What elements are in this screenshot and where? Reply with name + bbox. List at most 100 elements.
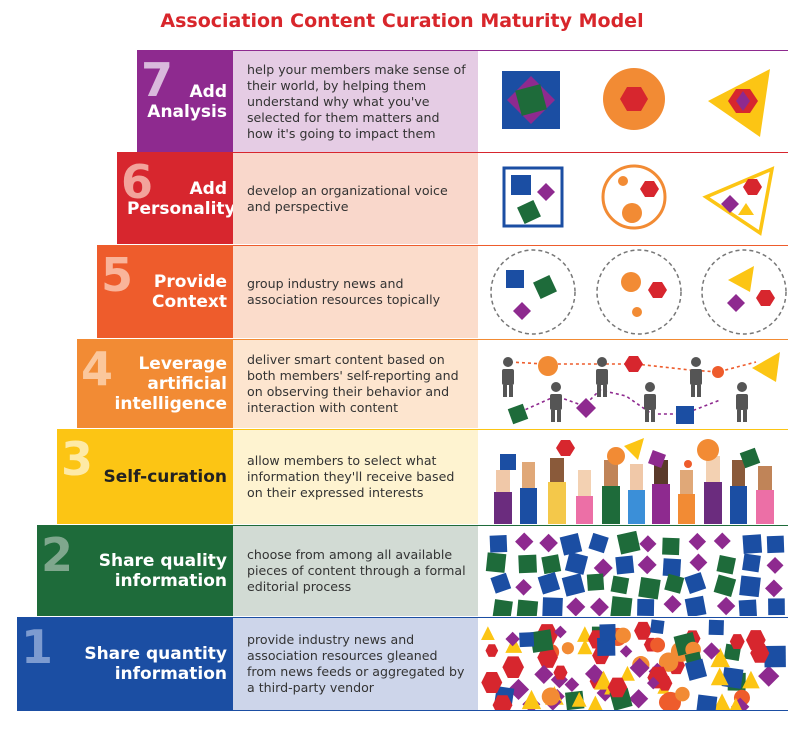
scatter-shape bbox=[710, 647, 730, 668]
scatter-shape bbox=[559, 533, 583, 556]
scatter-shape bbox=[553, 665, 568, 680]
bottom-rule bbox=[17, 710, 788, 711]
scatter-shape bbox=[663, 595, 682, 614]
framed-triangle-icon bbox=[708, 69, 770, 137]
scatter-shape bbox=[739, 575, 761, 598]
scatter-shape bbox=[738, 599, 758, 616]
framed-square-icon bbox=[502, 71, 560, 129]
scatter-shape bbox=[708, 619, 724, 636]
scatter-shape bbox=[675, 686, 690, 702]
scatter-shape bbox=[588, 532, 609, 554]
scatter-shape bbox=[689, 553, 708, 572]
page-title: Association Content Curation Maturity Mo… bbox=[160, 10, 644, 32]
scatter-shape bbox=[637, 598, 655, 616]
scatter-shape bbox=[564, 551, 589, 575]
scatter-shape bbox=[550, 671, 568, 689]
scatter-shape bbox=[489, 535, 508, 553]
scatter-shape bbox=[713, 693, 731, 710]
scatter-shape bbox=[490, 572, 512, 594]
scatter-shape bbox=[481, 672, 503, 693]
scatter-shape bbox=[758, 665, 780, 687]
scatter-shape bbox=[615, 627, 631, 644]
scatter-shape bbox=[590, 597, 609, 616]
scatter-shape bbox=[485, 552, 507, 573]
scatter-shape bbox=[664, 573, 685, 594]
level-description: allow members to select what information… bbox=[233, 430, 478, 524]
scatter-shape bbox=[610, 596, 633, 616]
level-rule bbox=[77, 339, 788, 340]
level-tab bbox=[97, 246, 233, 338]
scatter-shape bbox=[588, 695, 603, 710]
scatter-shape bbox=[764, 579, 783, 598]
visual-level-7 bbox=[478, 51, 788, 152]
description-text: choose from among all available pieces o… bbox=[247, 547, 466, 594]
scatter-shape bbox=[566, 597, 586, 616]
level-number: 6 bbox=[121, 155, 154, 209]
scatter-shape bbox=[766, 556, 784, 574]
level-tab bbox=[77, 340, 233, 428]
scatter-shape bbox=[634, 621, 652, 640]
scatter-shape bbox=[529, 629, 554, 653]
scatter-shape bbox=[616, 530, 641, 555]
square-outline-icon bbox=[502, 166, 564, 228]
level-description: develop an organizational voice and pers… bbox=[233, 153, 478, 244]
description-text: help your members make sense of their wo… bbox=[247, 61, 466, 141]
scatter-shape bbox=[586, 573, 605, 591]
scatter-shape bbox=[593, 670, 613, 690]
level-rule bbox=[17, 617, 788, 618]
scatter-shape bbox=[768, 598, 785, 616]
scatter-shape bbox=[615, 555, 635, 575]
scatter-shape bbox=[561, 573, 586, 597]
scatter-shape bbox=[649, 619, 665, 634]
dashed-cluster-triangle-icon bbox=[701, 249, 787, 335]
scatter-shape bbox=[539, 533, 558, 553]
scatter-shape bbox=[610, 575, 630, 595]
raised-hands-icons bbox=[494, 456, 774, 524]
scatter-shape bbox=[716, 596, 736, 616]
scatter-shape bbox=[696, 694, 718, 710]
level-number: 5 bbox=[101, 248, 134, 302]
scatter-shape bbox=[492, 695, 513, 710]
scatter-shape bbox=[561, 642, 574, 655]
description-text: develop an organizational voice and pers… bbox=[247, 182, 448, 214]
description-text: group industry news and association reso… bbox=[247, 276, 441, 307]
description-text: allow members to select what information… bbox=[247, 453, 455, 500]
scatter-shape bbox=[607, 677, 628, 698]
scatter-shape bbox=[521, 689, 542, 710]
scatter-shape bbox=[713, 532, 731, 550]
level-description: choose from among all available pieces o… bbox=[233, 526, 478, 616]
scatter-shape bbox=[750, 643, 770, 663]
scatter-shape bbox=[620, 665, 635, 681]
level-rule bbox=[57, 429, 788, 430]
level-number: 1 bbox=[21, 620, 54, 674]
level-tab bbox=[117, 153, 233, 244]
scatter-shape bbox=[638, 577, 661, 600]
scatter-shape bbox=[729, 697, 742, 710]
scatter-shape bbox=[537, 572, 561, 595]
scatter-shape bbox=[628, 689, 649, 709]
scatter-shape bbox=[537, 647, 558, 668]
dashed-cluster-circle-icon bbox=[596, 249, 682, 335]
level-description: deliver smart content based on both memb… bbox=[233, 340, 478, 428]
level-rule bbox=[97, 245, 788, 246]
scatter-shape bbox=[518, 554, 538, 574]
scatter-shape bbox=[684, 658, 708, 681]
scatter-shape bbox=[764, 645, 786, 668]
person-icons bbox=[502, 357, 748, 422]
level-tab bbox=[37, 526, 233, 616]
visual-level-5 bbox=[478, 246, 788, 338]
scatter-shape bbox=[688, 532, 707, 551]
scatter-shape bbox=[571, 691, 587, 707]
dashed-cluster-square-icon bbox=[490, 249, 576, 335]
scatter-shape bbox=[716, 555, 736, 575]
scatter-shape bbox=[577, 639, 593, 655]
framed-circle-icon bbox=[603, 68, 665, 130]
level-description: provide industry news and association re… bbox=[233, 618, 478, 710]
scatter-shape bbox=[541, 554, 562, 575]
scatter-shape bbox=[710, 667, 729, 686]
